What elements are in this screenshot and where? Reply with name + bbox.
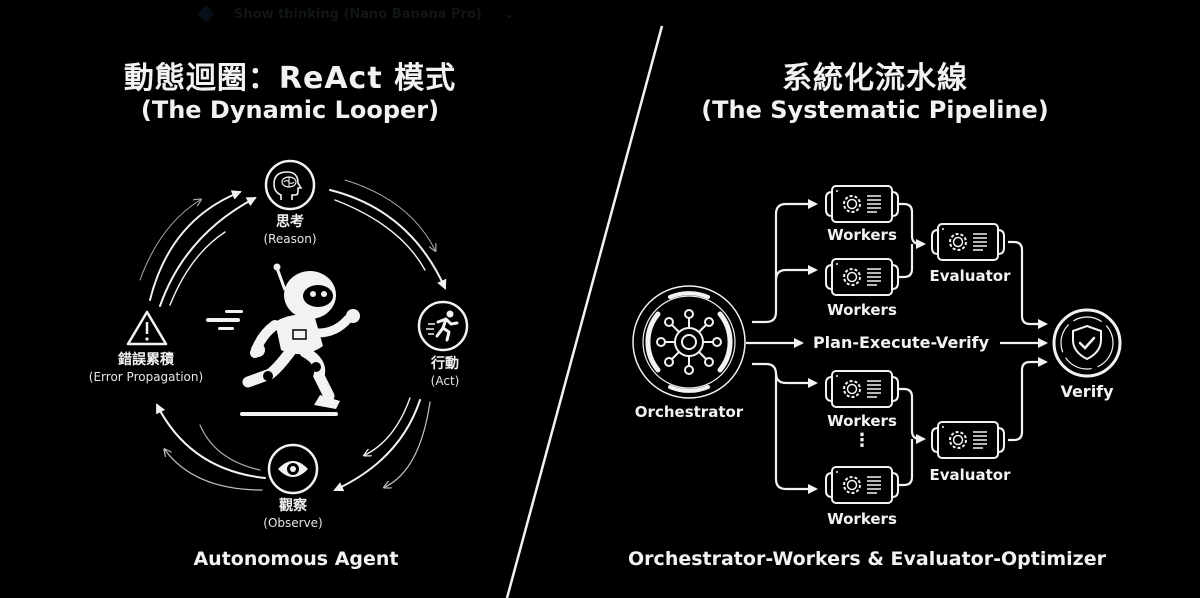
center-flow-label: Plan-Execute-Verify	[812, 333, 990, 352]
running-robot	[206, 263, 360, 416]
act-node-circle	[417, 300, 469, 352]
chevron-down-icon: ⌄	[503, 6, 515, 22]
evaluator-label-2: Evaluator	[929, 466, 1011, 484]
left-panel-title: 動態迴圈：ReAct 模式 (The Dynamic Looper)	[90, 61, 490, 124]
evaluator-machine-2	[931, 421, 1005, 459]
left-title-zh: 動態迴圈：ReAct 模式	[123, 61, 457, 96]
right-title-zh: 系統化流水線	[782, 61, 968, 96]
right-footer: Orchestrator-Workers & Evaluator-Optimiz…	[628, 548, 1106, 570]
error-node: 錯誤累積 (Error Propagation)	[89, 352, 203, 385]
worker-label-1: Workers	[827, 226, 897, 244]
overlay-label: Show thinking (Nano Banana Pro)	[234, 6, 482, 22]
workers-ellipsis: ⋮	[853, 430, 871, 451]
worker-machine-1	[825, 185, 899, 223]
section-divider	[505, 25, 664, 598]
right-panel-title: 系統化流水線 (The Systematic Pipeline)	[675, 61, 1075, 124]
act-sublabel: (Act)	[430, 373, 460, 388]
error-label: 錯誤累積	[118, 352, 174, 368]
model-overlay-bar: Show thinking (Nano Banana Pro) ⌄	[197, 3, 515, 25]
left-title-en: (The Dynamic Looper)	[140, 95, 440, 124]
orchestrator-label: Orchestrator	[634, 403, 744, 421]
act-label: 行動	[430, 356, 459, 372]
reason-sublabel: (Reason)	[263, 231, 317, 246]
evaluator-machine-1	[931, 223, 1005, 261]
worker-machine-4	[825, 466, 899, 504]
observe-label: 觀察	[278, 498, 307, 514]
right-title-en: (The Systematic Pipeline)	[701, 95, 1049, 124]
worker-label-2: Workers	[827, 301, 897, 319]
orchestrator-hub	[632, 285, 746, 399]
observe-sublabel: (Observe)	[263, 515, 323, 530]
worker-label-4: Workers	[827, 510, 897, 528]
worker-label-3: Workers	[827, 412, 897, 430]
observe-node-circle	[267, 443, 319, 495]
reason-node-circle	[264, 159, 316, 211]
error-sublabel: (Error Propagation)	[88, 369, 204, 384]
reason-label: 思考	[275, 214, 304, 230]
verify-shield	[1052, 308, 1122, 378]
reason-node: 思考 (Reason)	[263, 214, 316, 247]
evaluator-label-1: Evaluator	[929, 267, 1011, 285]
worker-machine-2	[825, 258, 899, 296]
act-node: 行動 (Act)	[431, 356, 460, 389]
observe-node: 觀察 (Observe)	[263, 498, 322, 531]
left-footer: Autonomous Agent	[193, 548, 399, 570]
warning-triangle	[126, 310, 168, 346]
verify-label: Verify	[1060, 382, 1114, 401]
worker-machine-3	[825, 370, 899, 408]
